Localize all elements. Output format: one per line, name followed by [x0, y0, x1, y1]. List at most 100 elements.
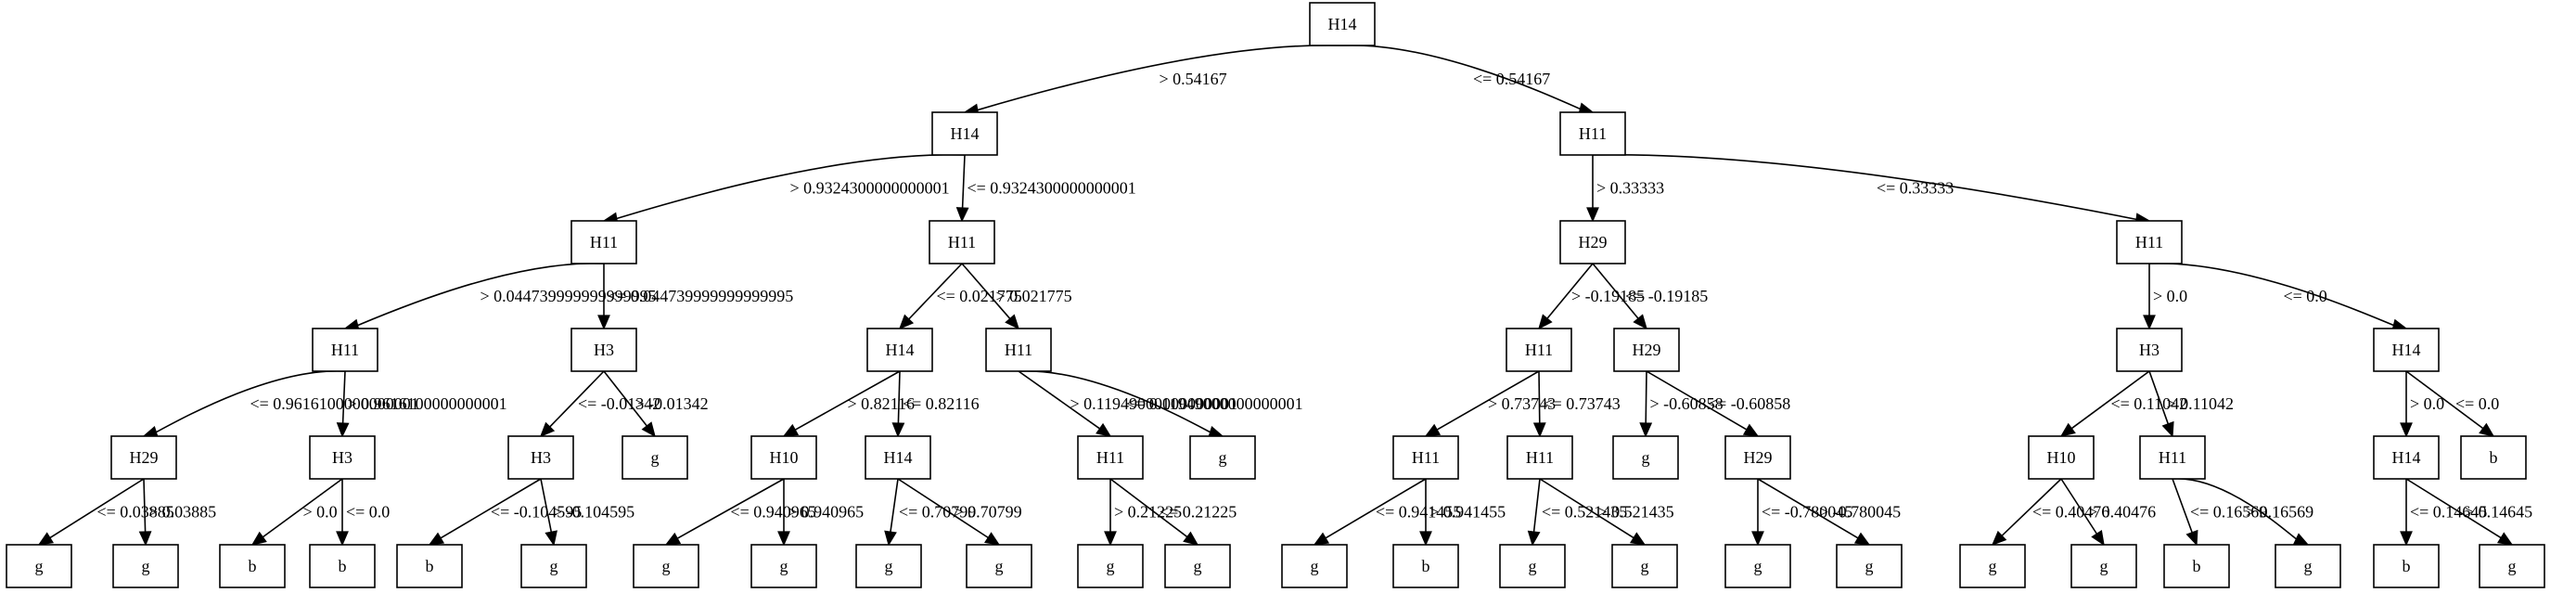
node-box	[966, 544, 1032, 588]
edge-line	[341, 370, 346, 424]
node-box	[2275, 544, 2341, 588]
node-label: g	[1107, 557, 1115, 575]
edge-line	[897, 370, 901, 424]
node-box	[110, 435, 177, 480]
edge-line	[616, 154, 966, 220]
node-box	[2070, 544, 2137, 588]
node-box	[1392, 435, 1459, 480]
node-box	[312, 328, 378, 372]
split-node-n1: H14	[931, 111, 998, 156]
edge-label: > 0.54167	[1160, 70, 1227, 88]
node-box	[1189, 435, 1256, 480]
edge-label: > 0.21225	[1114, 503, 1182, 522]
edge-label: > 0.9616100000000001	[348, 394, 507, 413]
arrowhead-icon	[138, 531, 152, 547]
edge-label: <= -0.19185	[1625, 287, 1708, 305]
arrowhead-icon	[37, 532, 55, 546]
edge-label: > -0.780045	[1819, 503, 1901, 522]
arrowhead-icon	[1853, 532, 1871, 546]
node-box	[2373, 544, 2440, 588]
node-label: b	[2403, 557, 2411, 575]
node-label: H29	[1633, 341, 1661, 359]
edge-label: <= 0.521435	[1542, 503, 1627, 522]
leaf-node-n33: b	[219, 544, 286, 588]
node-box	[929, 220, 995, 264]
edge-n1-n4: <= 0.9324300000000001	[955, 154, 1136, 223]
edge-line	[1018, 370, 1101, 430]
node-label: H11	[1526, 448, 1554, 467]
edge-line	[1109, 478, 1188, 538]
edge-line	[1436, 370, 1540, 431]
node-box	[865, 435, 931, 480]
edge-label: <= 0.021775	[937, 287, 1022, 305]
edge-line	[2148, 263, 2394, 327]
edge-label: > 0.0	[2410, 394, 2444, 413]
arrowhead-icon	[884, 530, 897, 547]
edge-label: <= 0.11949000000000001	[1126, 394, 1303, 413]
arrowhead-icon	[2059, 422, 2076, 437]
edge-label: > 0.82116	[848, 394, 915, 413]
node-box	[1281, 544, 1348, 588]
node-label: H14	[2392, 448, 2421, 467]
edge-n15-n32: > 0.03885	[138, 478, 216, 547]
edge-label: > -0.01342	[635, 394, 709, 413]
arrowhead-icon	[1005, 314, 1020, 330]
edge-label: <= 0.73743	[1544, 394, 1621, 413]
edge-label: <= 0.941455	[1376, 503, 1461, 522]
edge-line	[2172, 478, 2297, 540]
edge-label: > 0.03885	[148, 503, 216, 522]
edge-n27-n50: > 0.40476	[2060, 478, 2156, 547]
node-box	[750, 544, 817, 588]
edge-n3-n7: > 0.044739999999999995	[343, 263, 657, 332]
node-box	[2116, 220, 2183, 264]
leaf-node-n53: b	[2373, 544, 2440, 588]
split-node-n28: H11	[2139, 435, 2206, 480]
edge-n7-n15: <= 0.9616100000000001	[142, 370, 419, 439]
edge-label: <= 0.54167	[1473, 70, 1550, 88]
edge-label: > 0.044739999999999995	[481, 287, 657, 305]
node-label: H11	[1096, 448, 1124, 467]
node-box	[1613, 328, 1680, 372]
arrowhead-icon	[891, 422, 905, 438]
arrowhead-icon	[2091, 529, 2105, 547]
arrowhead-icon	[2496, 532, 2514, 546]
node-box	[1724, 544, 1791, 588]
edge-label: <= 0.9324300000000001	[968, 179, 1136, 198]
edge-line	[2148, 370, 2170, 425]
edge-line	[1538, 370, 1541, 424]
edge-line	[143, 478, 147, 533]
edge-label: > 0.14645	[2465, 503, 2532, 522]
split-node-n13: H3	[2116, 328, 2183, 372]
leaf-node-n54: g	[2479, 544, 2545, 588]
arrowhead-icon	[1527, 530, 1541, 547]
arrowhead-icon	[1532, 422, 1546, 438]
node-box	[570, 328, 637, 372]
edge-n2-n5: > 0.33333	[1586, 155, 1664, 223]
edge-n12-n26: <= -0.60858	[1646, 370, 1790, 437]
edge-n2-n6: <= 0.33333	[1592, 153, 2151, 226]
node-label: H3	[531, 448, 551, 467]
leaf-node-n22: g	[1189, 435, 1256, 480]
node-box	[985, 328, 1052, 372]
node-box	[2479, 544, 2545, 588]
arrowhead-icon	[777, 531, 790, 547]
edge-label: <= -0.01342	[578, 394, 660, 413]
edge-n9-n19: > 0.82116	[782, 370, 915, 437]
leaf-node-n37: g	[633, 544, 699, 588]
arrowhead-icon	[1639, 422, 1653, 438]
edge-n15-n31: <= 0.03885	[37, 478, 174, 546]
node-label: H11	[331, 341, 359, 359]
node-box	[1499, 544, 1566, 588]
edge-n23-n43: <= 0.941455	[1313, 478, 1461, 546]
arrowhead-icon	[336, 531, 349, 547]
edge-label: > -0.60858	[1650, 394, 1724, 413]
edge-label: > 0.0	[2153, 287, 2187, 305]
arrowhead-icon	[641, 421, 656, 438]
arrowhead-icon	[2479, 422, 2495, 437]
node-label: H11	[1579, 124, 1607, 143]
leaf-node-n48: g	[1836, 544, 1903, 588]
arrowhead-icon	[955, 207, 969, 223]
edge-label: > 0.11042	[2167, 394, 2234, 413]
node-label: g	[885, 557, 893, 575]
edge-label: <= 0.044739999999999995	[608, 287, 793, 305]
